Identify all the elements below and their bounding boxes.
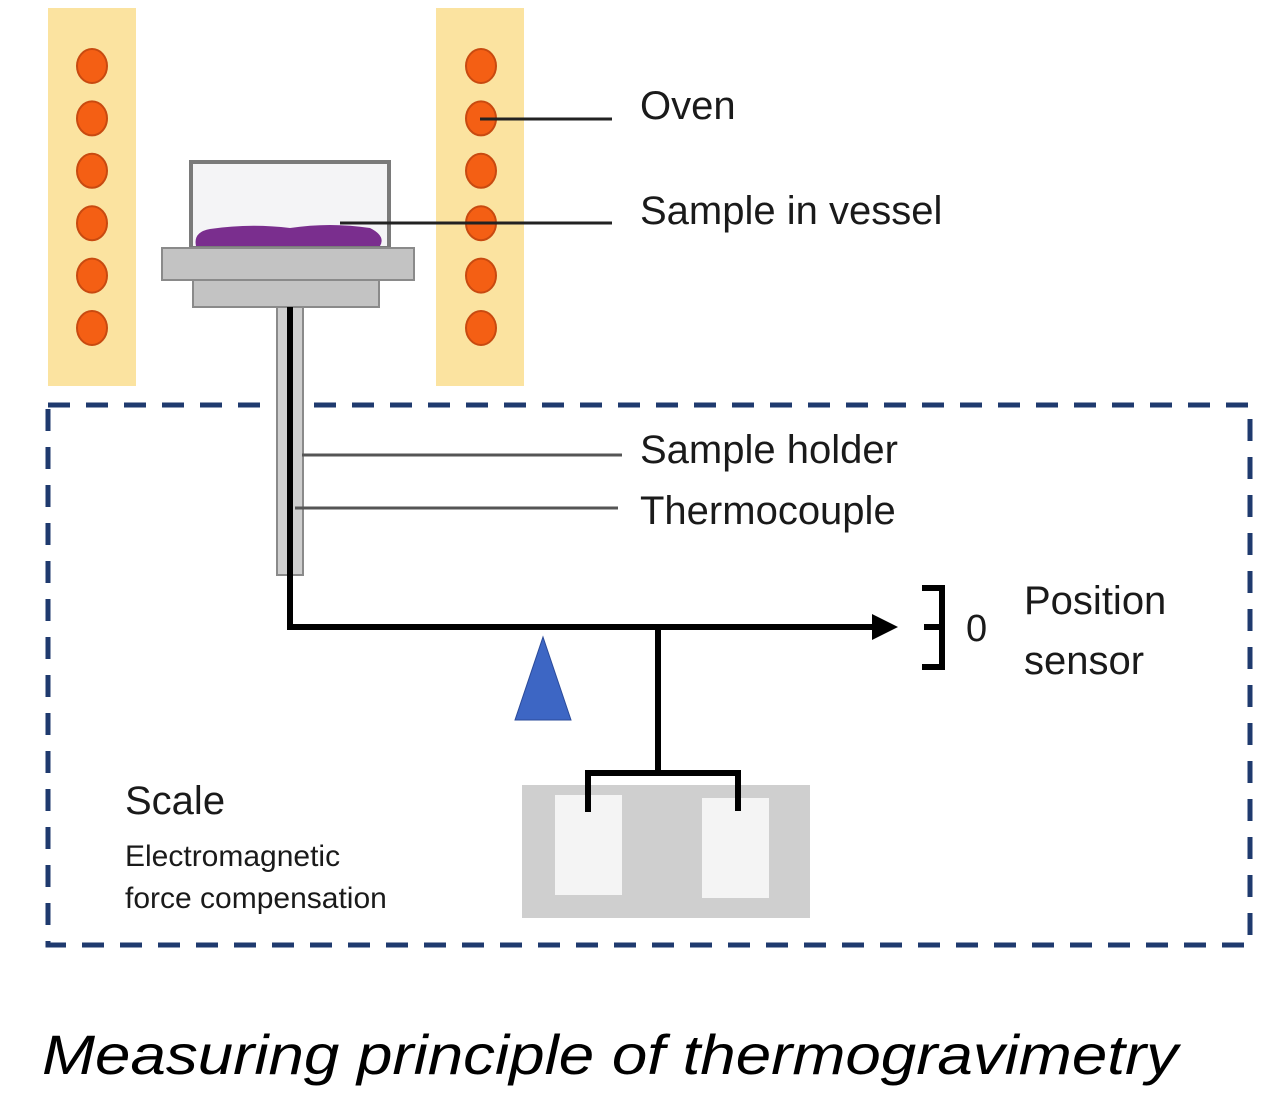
- scale-subtitle-1: Electromagnetic: [125, 840, 340, 873]
- heater-dot: [76, 257, 108, 294]
- position-zero-label: 0: [966, 608, 987, 650]
- scale-title: Scale: [125, 779, 225, 823]
- heater-elements: [76, 48, 497, 346]
- heater-dot: [76, 152, 108, 189]
- heater-dot: [465, 152, 497, 189]
- thermocouple-label: Thermocouple: [640, 489, 896, 533]
- coil-right: [702, 798, 769, 898]
- figure-caption: Measuring principle of thermogravimetry: [42, 1023, 1181, 1086]
- scale-enclosure: [45, 402, 1253, 948]
- position-sensor-label-2: sensor: [1024, 639, 1144, 683]
- position-sensor-label-1: Position: [1024, 579, 1166, 623]
- sample-in-vessel-label: Sample in vessel: [640, 189, 942, 233]
- position-sensor-bracket: [922, 585, 945, 670]
- vessel-platform: [161, 247, 415, 281]
- heater-dot: [76, 310, 108, 346]
- heater-dot: [76, 205, 108, 242]
- sample-holder-label: Sample holder: [640, 428, 898, 472]
- vessel-platform-base: [192, 279, 380, 308]
- sample: [195, 225, 382, 246]
- heater-dot: [465, 48, 497, 84]
- fulcrum-icon: [514, 635, 572, 721]
- heater-dot: [465, 310, 497, 346]
- beam-arrow-head: [872, 614, 898, 640]
- heater-dot: [76, 48, 108, 84]
- heater-dot: [76, 100, 108, 137]
- scale-subtitle-2: force compensation: [125, 882, 387, 915]
- hanger-fork: [585, 770, 741, 812]
- oven-label: Oven: [640, 84, 736, 128]
- heater-dot: [465, 257, 497, 294]
